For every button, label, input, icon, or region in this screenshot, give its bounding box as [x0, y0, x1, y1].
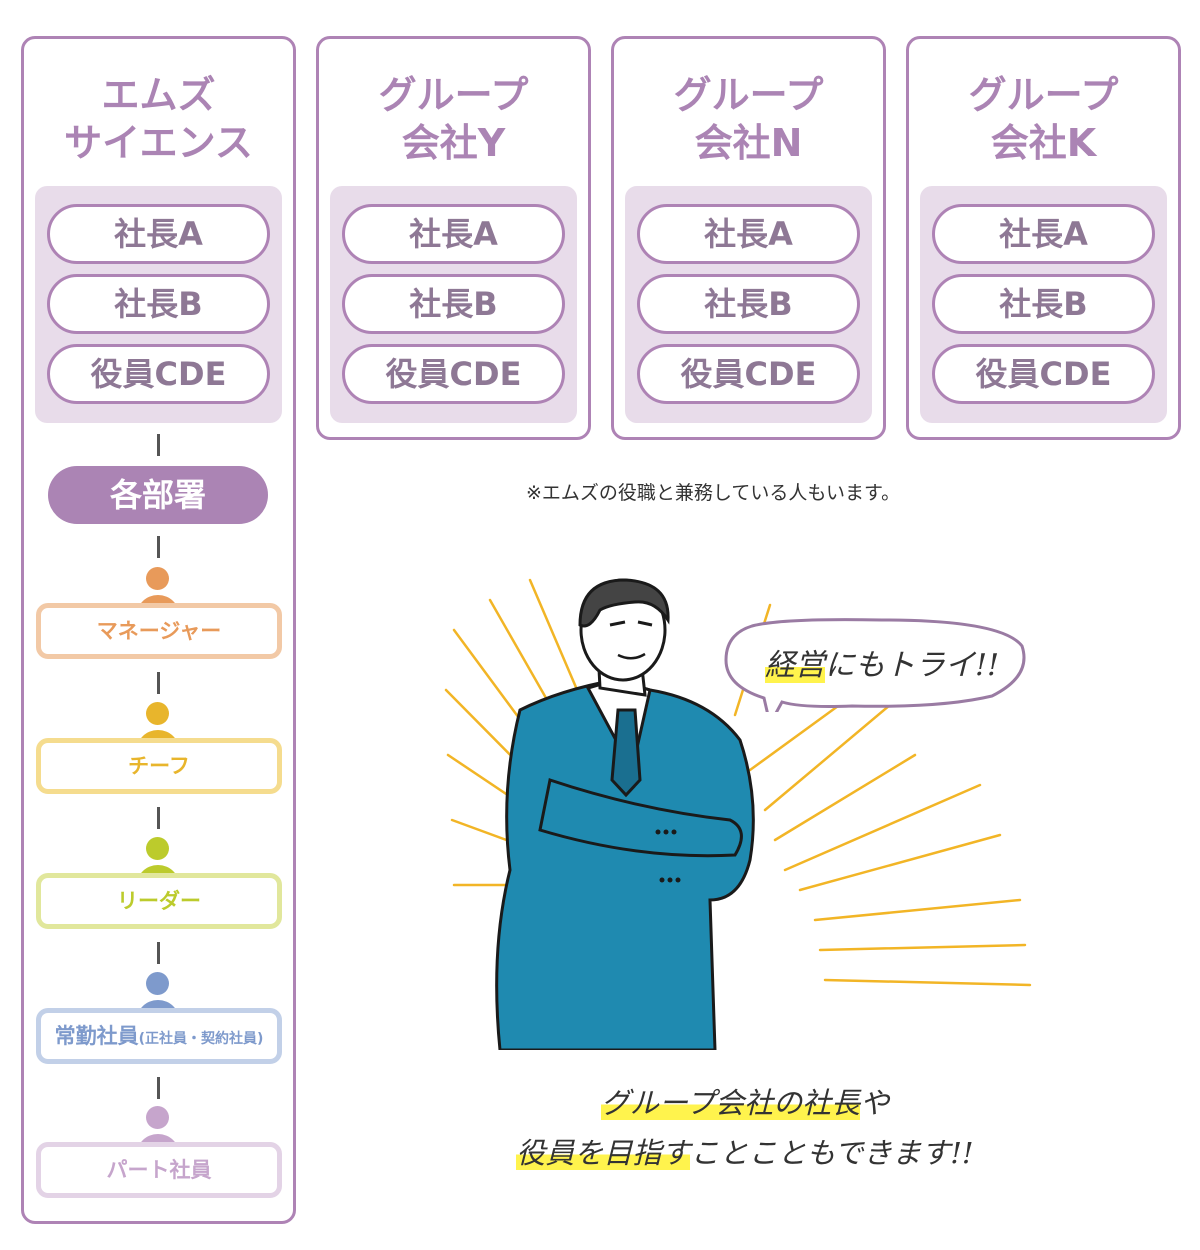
company-group-k: グループ 会社K 社長A 社長B 役員CDE — [906, 36, 1181, 440]
connector-line — [157, 672, 160, 694]
person-icon — [146, 837, 169, 860]
company-name: グループ 会社N — [673, 73, 824, 165]
caption-line-2: 役員を目指すことこともできます!! — [516, 1136, 974, 1170]
suit-buttons — [655, 829, 681, 883]
executive-box: 社長A 社長B 役員CDE — [35, 186, 282, 423]
role-label: マネージャー — [36, 603, 282, 659]
person-icon — [146, 702, 169, 725]
connector-line — [157, 1077, 160, 1099]
exec-president-a: 社長A — [342, 204, 565, 264]
executive-box: 社長A 社長B 役員CDE — [625, 186, 872, 423]
role-label: リーダー — [36, 873, 282, 929]
necktie — [610, 708, 642, 798]
exec-officers-cde: 役員CDE — [932, 344, 1155, 404]
company-name: エムズ サイエンス — [64, 73, 253, 165]
person-icon — [146, 567, 169, 590]
exec-president-b: 社長B — [932, 274, 1155, 334]
crossed-arms — [538, 778, 743, 858]
person-icon — [146, 972, 169, 995]
person-icon — [146, 1106, 169, 1129]
speech-bubble-text: 経営にもトライ!! — [765, 648, 1000, 683]
businessman-illustration — [444, 578, 1032, 1050]
role-label: 常勤社員(正社員・契約社員) — [36, 1008, 282, 1064]
executive-box: 社長A 社長B 役員CDE — [330, 186, 577, 423]
company-name: グループ 会社Y — [378, 73, 529, 165]
role-label: チーフ — [36, 738, 282, 794]
role-label: パート社員 — [36, 1142, 282, 1198]
connector-line — [157, 434, 160, 456]
connector-line — [157, 807, 160, 829]
connector-line — [157, 536, 160, 558]
exec-officers-cde: 役員CDE — [637, 344, 860, 404]
company-group-n: グループ 会社N 社長A 社長B 役員CDE — [611, 36, 886, 440]
executive-box: 社長A 社長B 役員CDE — [920, 186, 1167, 423]
exec-president-a: 社長A — [932, 204, 1155, 264]
company-group-y: グループ 会社Y 社長A 社長B 役員CDE — [316, 36, 591, 440]
exec-president-b: 社長B — [47, 274, 270, 334]
company-name: グループ 会社K — [968, 73, 1119, 165]
exec-officers-cde: 役員CDE — [47, 344, 270, 404]
exec-officers-cde: 役員CDE — [342, 344, 565, 404]
speech-bubble — [724, 618, 1026, 712]
exec-president-b: 社長B — [342, 274, 565, 334]
exec-president-a: 社長A — [637, 204, 860, 264]
exec-president-a: 社長A — [47, 204, 270, 264]
caption-line-1: グループ会社の社長や — [600, 1086, 890, 1120]
hair — [578, 578, 670, 628]
note-text: ※エムズの役職と兼務している人もいます。 — [526, 482, 901, 504]
connector-line — [157, 942, 160, 964]
exec-president-b: 社長B — [637, 274, 860, 334]
department-badge: 各部署 — [48, 466, 268, 524]
